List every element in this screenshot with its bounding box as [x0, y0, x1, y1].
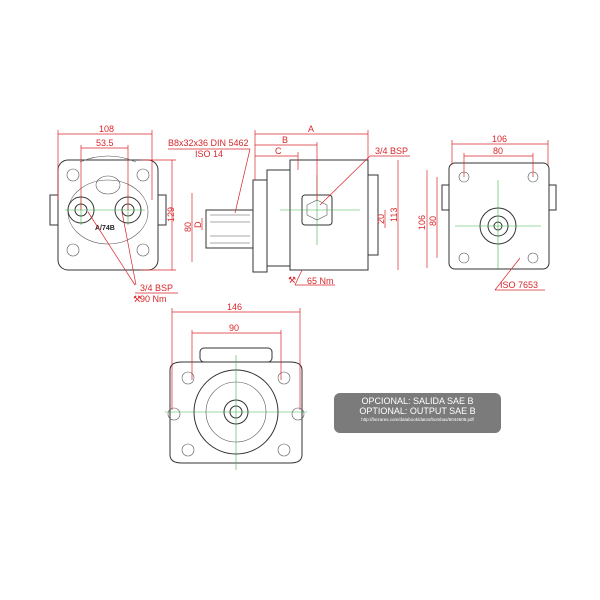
wrench-icon: ⚒	[133, 294, 141, 304]
dim-c: C	[275, 146, 282, 156]
note-url[interactable]: http://bezares.com/databook/datos/bombas…	[361, 417, 474, 422]
dim-port-offset: 20	[376, 214, 386, 224]
wrench-icon: ⚒	[288, 275, 296, 285]
dim-front-width: 108	[99, 124, 114, 134]
dim-d: D	[193, 221, 203, 228]
dim-side-height: 113	[389, 208, 399, 222]
dim-bottom-bolt: 90	[229, 323, 239, 333]
bottom-view: 146 90	[165, 302, 307, 470]
dim-pilot: 80	[183, 222, 193, 232]
shaft-spec: B8x32x36 DIN 5462	[168, 138, 249, 148]
front-port-label: 3/4 BSP	[140, 283, 173, 293]
shaft-iso: ISO 14	[195, 149, 223, 159]
iso-standard: ISO 7653	[500, 280, 538, 290]
dim-rear-height: 106	[417, 215, 427, 230]
side-view: A B C B8x32x36 DIN 5462 ISO 14 3/4 BSP 8…	[168, 124, 410, 286]
dim-rear-inner: 80	[428, 216, 438, 226]
dim-front-height: 129	[166, 207, 176, 222]
dim-a: A	[308, 124, 314, 134]
marking-text: A/74B	[95, 225, 115, 232]
side-torque-label: 65 Nm	[307, 276, 334, 286]
dim-front-bolt: 53.5	[96, 138, 114, 148]
rear-view: 106 80 106 80 ISO 7653	[417, 134, 557, 291]
optional-output-note: OPCIONAL: SALIDA SAE B OPTIONAL: OUTPUT …	[334, 393, 501, 433]
note-line-es: OPCIONAL: SALIDA SAE B	[361, 396, 474, 406]
front-torque-label: 90 Nm	[140, 294, 167, 304]
dim-bottom-width: 146	[227, 302, 242, 312]
dim-rear-width: 106	[492, 134, 507, 144]
dim-rear-bolt: 80	[493, 146, 503, 156]
note-line-en: OPTIONAL: OUTPUT SAE B	[359, 406, 476, 416]
front-view: A/74B 108 53.5 129 3/4 BSP 90 Nm ⚒	[49, 124, 178, 304]
side-port-label: 3/4 BSP	[375, 146, 408, 156]
dim-b: B	[282, 135, 288, 145]
